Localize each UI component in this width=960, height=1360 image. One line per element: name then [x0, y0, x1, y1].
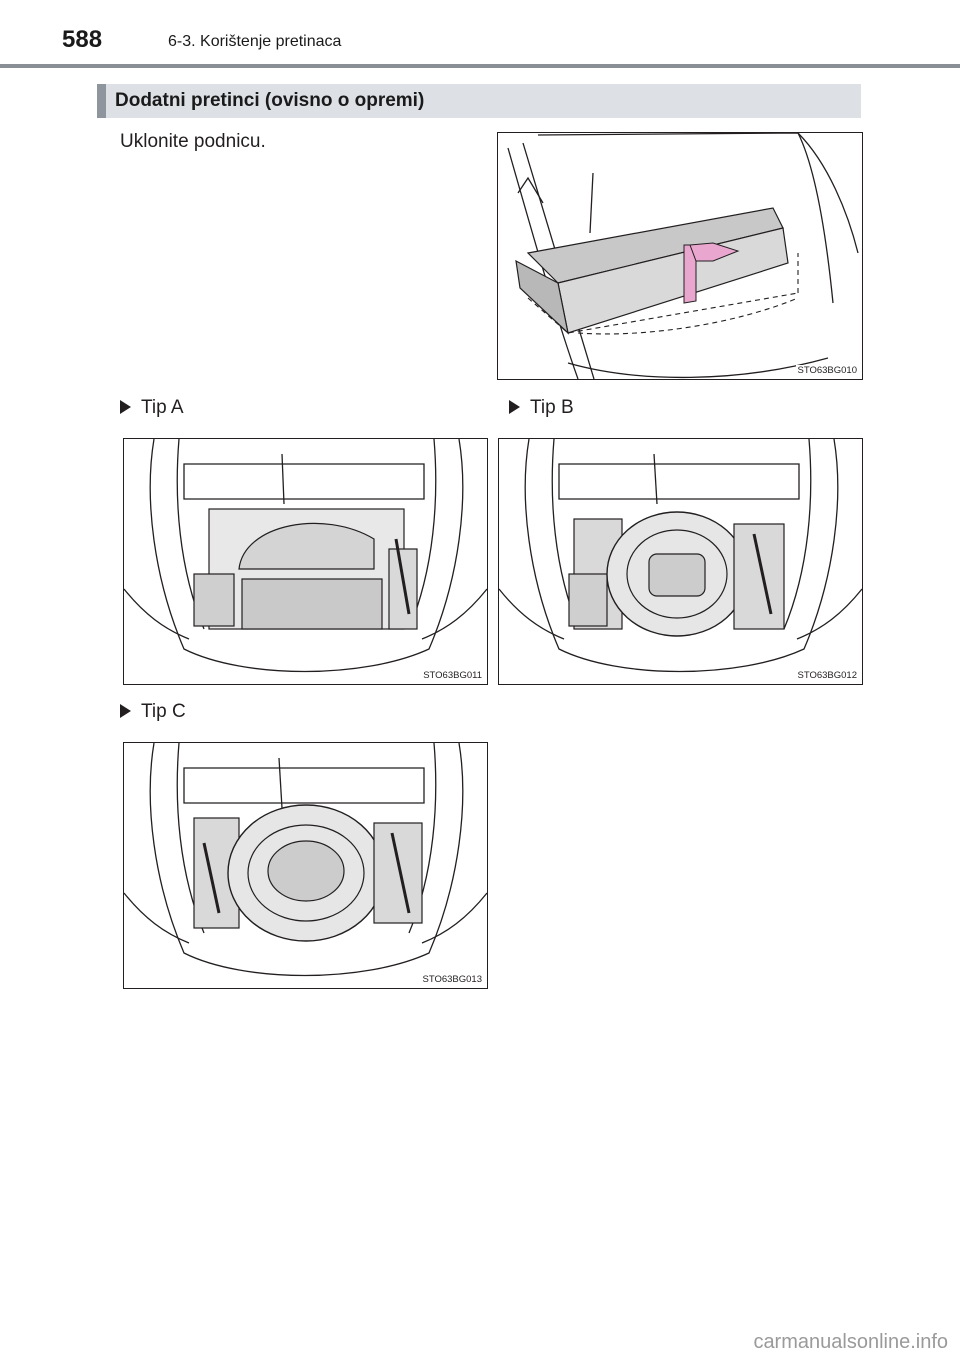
- section-path: 6-3. Korištenje pretinaca: [168, 33, 342, 50]
- figure-code: STO63BG011: [422, 670, 483, 681]
- section-heading: Dodatni pretinci (ovisno o opremi): [97, 84, 861, 118]
- figure-code: STO63BG013: [421, 974, 483, 985]
- triangle-bullet-icon: [509, 400, 520, 414]
- type-c-illustration: [124, 743, 487, 977]
- variant-c-text: Tip C: [141, 701, 186, 722]
- figure-code: STO63BG010: [796, 365, 858, 376]
- type-a-illustration: [124, 439, 487, 673]
- deck-board-illustration: [507, 133, 859, 379]
- triangle-bullet-icon: [120, 704, 131, 718]
- figure-type-a: STO63BG011: [123, 438, 488, 685]
- variant-label-a: Tip A: [120, 397, 184, 419]
- figure-type-c: STO63BG013: [123, 742, 488, 989]
- section-accent: [97, 84, 106, 118]
- type-b-illustration: [499, 439, 862, 673]
- header-rule: [0, 64, 960, 68]
- variant-a-text: Tip A: [141, 397, 184, 418]
- section-title: Dodatni pretinci (ovisno o opremi): [115, 90, 425, 111]
- variant-label-b: Tip B: [509, 397, 574, 419]
- watermark: carmanualsonline.info: [753, 1331, 948, 1353]
- figure-type-b: STO63BG012: [498, 438, 863, 685]
- figure-code: STO63BG012: [796, 670, 858, 681]
- figure-remove-deck-board: STO63BG010: [497, 132, 863, 380]
- variant-b-text: Tip B: [530, 397, 574, 418]
- instruction-text: Uklonite podnicu.: [120, 131, 266, 152]
- triangle-bullet-icon: [120, 400, 131, 414]
- variant-label-c: Tip C: [120, 701, 186, 723]
- page-number: 588: [62, 26, 103, 53]
